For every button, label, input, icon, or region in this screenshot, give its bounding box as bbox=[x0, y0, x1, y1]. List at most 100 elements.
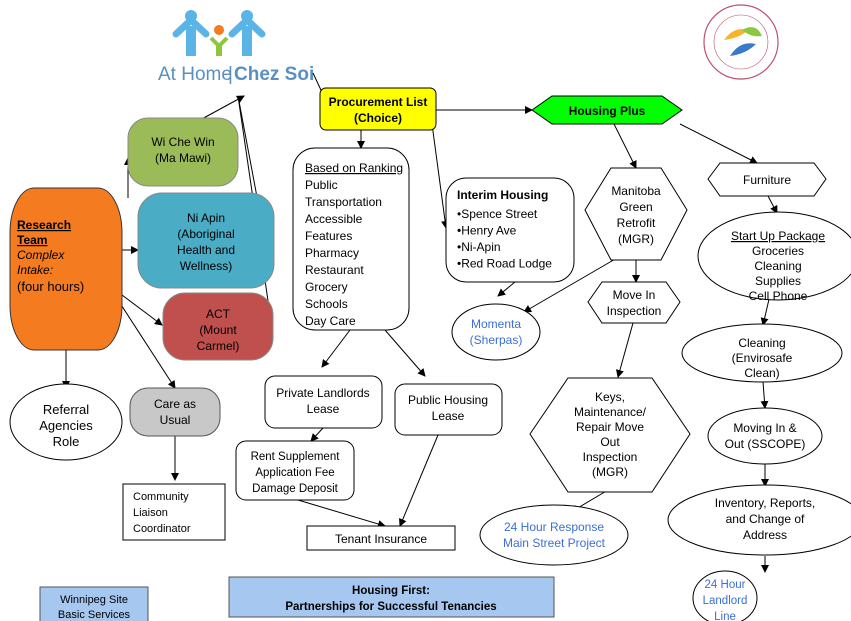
logo-text-separator: | bbox=[228, 64, 233, 85]
rent-line-1: Rent Supplement bbox=[251, 451, 341, 463]
footer-winnipeg-site: Winnipeg Site Basic Services bbox=[39, 586, 149, 621]
act-node: ACT (Mount Carmel) bbox=[162, 292, 274, 361]
movein-line-1: Move In bbox=[613, 288, 656, 302]
ranking-item: Accessible bbox=[305, 212, 363, 226]
care-line-2: Usual bbox=[160, 413, 191, 427]
ranking-item: Pharmacy bbox=[305, 246, 359, 260]
furniture-node: Furniture bbox=[707, 162, 827, 197]
ranking-item: Restaurant bbox=[305, 263, 364, 277]
start-up-package-node: Start Up Package Groceries Cleaning Supp… bbox=[697, 211, 851, 303]
keys-line-5: Inspection bbox=[583, 450, 638, 464]
interim-items: •Spence Street•Henry Ave•Ni-Apin•Red Roa… bbox=[457, 207, 552, 271]
startup-line-3: Cleaning bbox=[754, 259, 801, 273]
niapin-line-3: Health and bbox=[177, 243, 235, 257]
referral-line-3: Role bbox=[53, 434, 80, 449]
commission-seal-logo bbox=[703, 4, 779, 80]
ranking-item: Public bbox=[305, 178, 338, 192]
moving-line-2: Out (SSCOPE) bbox=[725, 437, 806, 451]
logo-text-home: At Home bbox=[158, 64, 232, 85]
private-landlords-node: Private Landlords Lease bbox=[264, 375, 383, 429]
startup-line-4: Supplies bbox=[755, 274, 801, 288]
inventory-line-2: and Change of bbox=[726, 512, 805, 526]
keys-line-6: (MGR) bbox=[592, 465, 628, 479]
liaison-line-2: Liaison bbox=[133, 507, 168, 519]
at-home-chez-soi-logo: At Home | Chez Soi bbox=[158, 10, 314, 85]
tenant-line-1: Tenant Insurance bbox=[335, 532, 427, 546]
research-line-4: Intake: bbox=[17, 263, 53, 277]
rent-supplement-node: Rent Supplement Application Fee Damage D… bbox=[235, 440, 355, 501]
green-line-3: Retrofit bbox=[617, 216, 656, 230]
interim-title: Interim Housing bbox=[457, 188, 548, 202]
green-line-1: Manitoba bbox=[611, 184, 661, 198]
research-line-2: Team bbox=[17, 233, 47, 247]
research-line-5: (four hours) bbox=[17, 279, 84, 294]
care-line-1: Care as bbox=[154, 397, 196, 411]
cleaning-line-2: (Envirosafe bbox=[732, 351, 793, 365]
inventory-line-3: Address bbox=[743, 528, 787, 542]
tenant-insurance-node: Tenant Insurance bbox=[306, 525, 456, 551]
procurement-list-node: Procurement List (Choice) bbox=[319, 87, 437, 131]
wi-che-win-node: Wi Che Win (Ma Mawi) bbox=[127, 117, 239, 187]
manitoba-green-retrofit-node: Manitoba Green Retrofit (MGR) bbox=[584, 167, 688, 261]
moving-node: Moving In & Out (SSCOPE) bbox=[707, 407, 823, 465]
liaison-line-3: Coordinator bbox=[133, 523, 191, 535]
keys-line-1: Keys, bbox=[595, 390, 625, 404]
referral-line-2: Agencies bbox=[39, 418, 93, 433]
ranking-node: Based on Ranking PublicTransportationAcc… bbox=[292, 147, 410, 331]
act-line-3: Carmel) bbox=[197, 339, 240, 353]
rent-line-2: Application Fee bbox=[255, 467, 334, 479]
logo-text-chez-soi: Chez Soi bbox=[234, 64, 314, 85]
cleaning-line-1: Cleaning bbox=[738, 336, 785, 350]
public-line-2: Lease bbox=[432, 409, 465, 423]
interim-item: •Spence Street bbox=[457, 207, 538, 221]
wichewin-line-2: (Ma Mawi) bbox=[155, 151, 211, 165]
landlord-line-1: 24 Hour bbox=[705, 579, 746, 591]
rent-line-3: Damage Deposit bbox=[252, 483, 338, 495]
care-as-usual-node: Care as Usual bbox=[129, 387, 221, 437]
public-line-1: Public Housing bbox=[408, 393, 488, 407]
momenta-line-2: (Sherpas) bbox=[470, 333, 523, 347]
furniture-line-1: Furniture bbox=[743, 173, 791, 187]
procurement-line-2: (Choice) bbox=[354, 111, 402, 125]
public-housing-node: Public Housing Lease bbox=[394, 383, 503, 436]
act-line-1: ACT bbox=[206, 307, 231, 321]
connectors bbox=[62, 72, 778, 573]
referral-line-1: Referral bbox=[43, 402, 89, 417]
ranking-item: Features bbox=[305, 229, 352, 243]
startup-line-5: Cell Phone bbox=[749, 289, 808, 303]
procurement-line-1: Procurement List bbox=[329, 95, 428, 109]
response-line-1: 24 Hour Response bbox=[504, 520, 604, 534]
landlord-line-2: Landlord bbox=[703, 595, 748, 607]
liaison-line-1: Community bbox=[133, 491, 189, 503]
niapin-line-2: (Aboriginal bbox=[177, 227, 234, 241]
footer-housing-first: Housing First: Partnerships for Successf… bbox=[228, 576, 555, 618]
research-line-1: Research bbox=[17, 218, 71, 232]
private-line-1: Private Landlords bbox=[276, 386, 369, 400]
research-team-node: Research Team Complex Intake: (four hour… bbox=[9, 187, 123, 351]
inventory-line-1: Inventory, Reports, bbox=[715, 496, 816, 510]
footer-center-line-1: Housing First: bbox=[352, 585, 430, 597]
response-line-2: Main Street Project bbox=[503, 536, 606, 550]
wichewin-line-1: Wi Che Win bbox=[151, 135, 214, 149]
green-line-2: Green bbox=[619, 200, 652, 214]
cleaning-node: Cleaning (Envirosafe Clean) bbox=[681, 323, 843, 383]
landlord-line-3: Line bbox=[714, 611, 736, 621]
keys-line-4: Out bbox=[600, 435, 620, 449]
interim-item: •Ni-Apin bbox=[457, 240, 501, 254]
housingplus-line-1: Housing Plus bbox=[569, 104, 646, 118]
move-in-inspection-node: Move In Inspection bbox=[587, 281, 681, 324]
keys-line-3: Repair Move bbox=[576, 420, 644, 434]
ranking-items: PublicTransportationAccessibleFeaturesPh… bbox=[305, 178, 382, 328]
startup-line-1: Start Up Package bbox=[731, 229, 825, 243]
ranking-item: Schools bbox=[305, 297, 348, 311]
ni-apin-node: Ni Apin (Aboriginal Health and Wellness) bbox=[137, 192, 275, 289]
community-liaison-node: Community Liaison Coordinator bbox=[122, 483, 226, 541]
ranking-item: Day Care bbox=[305, 314, 356, 328]
footer-left-line-2: Basic Services bbox=[58, 609, 131, 621]
momenta-node: Momenta (Sherpas) bbox=[451, 303, 541, 361]
startup-line-2: Groceries bbox=[752, 244, 804, 258]
ranking-item: Grocery bbox=[305, 280, 348, 294]
housing-plus-node: Housing Plus bbox=[531, 95, 683, 125]
keys-maintenance-node: Keys, Maintenance/ Repair Move Out Inspe… bbox=[529, 377, 691, 493]
interim-item: •Red Road Lodge bbox=[457, 257, 552, 271]
